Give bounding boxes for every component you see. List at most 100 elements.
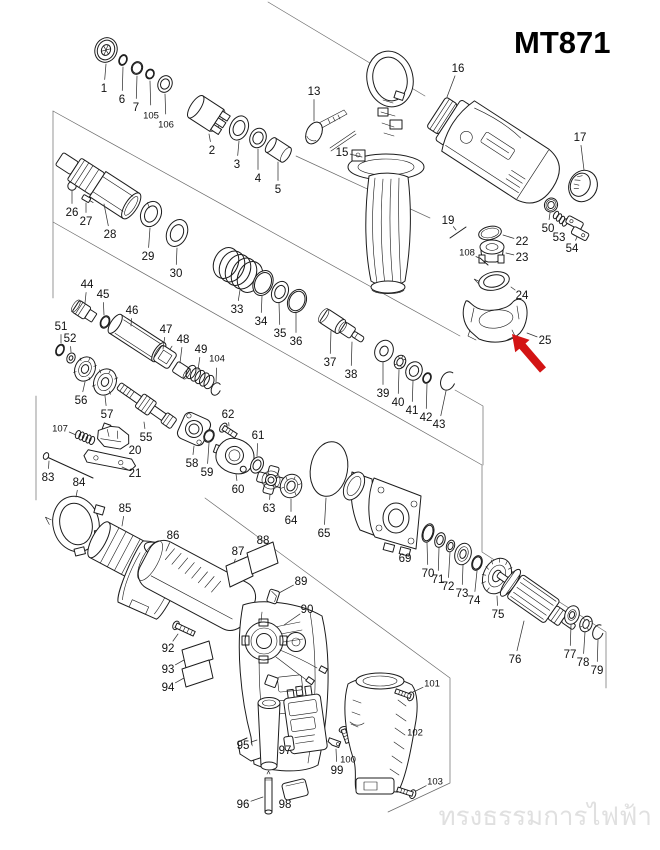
part-label-72: 72 <box>442 581 455 593</box>
leader-line-74 <box>474 570 478 592</box>
leader-line-89 <box>278 584 294 594</box>
leader-line-30 <box>175 247 178 265</box>
part-label-1: 1 <box>101 83 107 95</box>
part-1 <box>94 37 118 63</box>
part-71 <box>433 531 447 548</box>
part-label-61: 61 <box>252 430 265 442</box>
part-89 <box>266 588 280 605</box>
part-label-60: 60 <box>232 484 245 496</box>
part-70 <box>420 522 436 543</box>
part-label-50: 50 <box>542 223 555 235</box>
part-label-13: 13 <box>308 86 321 98</box>
part-30 <box>162 216 192 250</box>
part-label-30: 30 <box>170 268 183 280</box>
part-6 <box>117 53 129 66</box>
leader-line-60 <box>235 473 238 481</box>
leader-line-25 <box>526 332 538 338</box>
leader-line-83 <box>48 460 50 469</box>
part-label-46: 46 <box>126 305 139 317</box>
part-label-48: 48 <box>177 334 190 346</box>
part-label-38: 38 <box>345 369 358 381</box>
part-label-3: 3 <box>234 159 240 171</box>
leader-line-55 <box>143 421 146 429</box>
watermark-text: ทรงธรรมการไฟฟ้า <box>438 802 652 832</box>
leader-line-41 <box>411 380 414 402</box>
leader-line-58 <box>192 445 195 455</box>
part-label-52: 52 <box>64 333 77 345</box>
part-57 <box>91 368 119 396</box>
part-label-77: 77 <box>564 649 577 661</box>
leader-line-87 <box>233 558 236 564</box>
part-label-29: 29 <box>142 251 155 263</box>
leader-line-72 <box>448 551 451 578</box>
part-23 <box>478 239 505 264</box>
part-label-41: 41 <box>406 405 419 417</box>
part-label-103: 103 <box>427 776 443 787</box>
part-54 <box>565 215 590 241</box>
leader-line-96 <box>250 796 264 802</box>
part-label-53: 53 <box>553 232 566 244</box>
part-label-95: 95 <box>237 740 250 752</box>
part-96 <box>264 770 273 815</box>
part-53 <box>552 210 569 227</box>
part-label-96: 96 <box>237 799 250 811</box>
part-label-36: 36 <box>290 336 303 348</box>
part-label-17: 17 <box>574 132 587 144</box>
part-25 <box>462 298 528 343</box>
part-63 <box>256 465 286 495</box>
part-label-20: 20 <box>129 445 142 457</box>
leader-line-75 <box>496 595 498 606</box>
leader-line-40 <box>397 369 400 394</box>
part-108 <box>479 257 489 266</box>
part-label-97: 97 <box>279 745 292 757</box>
leader-line-101 <box>412 686 424 693</box>
leader-line-43 <box>440 390 447 417</box>
part-label-40: 40 <box>392 397 405 409</box>
part-label-71: 71 <box>432 574 445 586</box>
part-84 <box>45 495 106 557</box>
part-label-102: 102 <box>407 727 423 738</box>
leader-line-104 <box>215 367 217 383</box>
part-label-93: 93 <box>162 664 175 676</box>
part-label-79: 79 <box>591 665 604 677</box>
leader-line-99 <box>335 748 337 762</box>
leader-line-28 <box>103 203 109 227</box>
part-label-90: 90 <box>301 604 314 616</box>
leader-line-105 <box>149 80 152 106</box>
leader-line-48 <box>179 347 183 364</box>
part-73 <box>454 542 472 566</box>
part-5 <box>264 137 292 163</box>
part-label-100: 100 <box>340 754 356 765</box>
leader-line-16 <box>446 75 456 98</box>
leader-line-2 <box>208 133 211 142</box>
part-label-89: 89 <box>295 576 308 588</box>
part-label-98: 98 <box>279 799 292 811</box>
part-label-6: 6 <box>119 94 125 106</box>
part-label-5: 5 <box>275 184 281 196</box>
part-103 <box>396 786 417 800</box>
part-28 <box>55 152 142 220</box>
part-label-42: 42 <box>420 412 433 424</box>
part-label-86: 86 <box>167 530 180 542</box>
leader-line-23 <box>505 252 515 256</box>
part-label-92: 92 <box>162 643 175 655</box>
leader-line-94 <box>175 677 185 684</box>
part-74 <box>470 554 484 571</box>
leader-line-37 <box>329 330 332 354</box>
part-27 <box>81 194 94 203</box>
part-49 <box>185 364 215 390</box>
leader-line-3 <box>237 140 240 156</box>
leader-line-90 <box>283 613 301 626</box>
leader-line-78 <box>583 631 586 654</box>
leader-line-7 <box>135 75 138 99</box>
part-label-15: 15 <box>336 147 349 159</box>
part-21 <box>83 449 137 472</box>
part-83 <box>42 452 94 479</box>
part-2 <box>187 95 231 135</box>
leader-line-84 <box>75 489 78 498</box>
part-13 <box>305 109 348 145</box>
part-label-26: 26 <box>66 207 79 219</box>
part-56 <box>73 356 97 382</box>
leader-line-77 <box>569 624 572 646</box>
